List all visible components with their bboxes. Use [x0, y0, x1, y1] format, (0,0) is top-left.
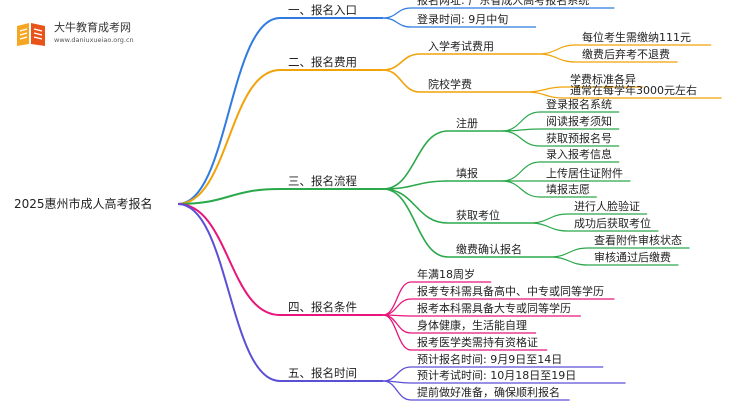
subtopic-to-leaf-link	[501, 130, 541, 147]
branch-to-subtopic-link	[382, 188, 449, 258]
subtopic-to-leaf-link	[501, 180, 541, 198]
subtopic: 院校学费	[428, 77, 472, 91]
mindmap-nodes: 2025惠州市成人高考报名 一、报名入口 报名网址: 广东省成人高考报名系统登录时…	[14, 0, 697, 399]
branch-topic: 四、报名条件	[288, 300, 357, 314]
logo-title: 大牛教育成考网	[54, 21, 131, 34]
root-to-branch-link	[177, 203, 281, 382]
root-to-branch-link	[177, 203, 281, 316]
leaf-topic: 登录时间: 9月中旬	[417, 12, 508, 26]
subtopic: 缴费确认报名	[456, 242, 522, 256]
subtopic-to-leaf-link	[549, 256, 589, 266]
branch-to-leaf-link	[382, 281, 412, 316]
subtopic-to-leaf-link	[501, 161, 541, 182]
subtopic-to-leaf-link	[537, 53, 577, 63]
branch-to-leaf-link	[382, 7, 412, 19]
branch-to-leaf-link	[382, 314, 412, 334]
subtopic: 注册	[456, 116, 478, 130]
leaf-topic: 学费标准各异	[570, 72, 636, 86]
leaf-topic: 身体健康，生活能自理	[417, 318, 527, 332]
root-topic: 2025惠州市成人高考报名	[14, 196, 153, 211]
leaf-topic: 获取预报名号	[546, 131, 612, 145]
root-to-branch-link	[177, 69, 281, 205]
branch-topic: 二、报名费用	[288, 55, 357, 69]
leaf-topic: 缴费后弃考不退费	[582, 47, 670, 61]
leaf-topic: 阅读报考须知	[546, 114, 612, 128]
subtopic: 入学考试费用	[428, 39, 494, 53]
leaf-topic: 预计考试时间: 10月18日至19日	[417, 369, 576, 382]
leaf-topic: 进行人脸验证	[574, 199, 640, 213]
logo-url: www.daniuxueiao.org.cn	[54, 36, 134, 44]
mindmap-links	[177, 7, 722, 401]
leaf-topic: 登录报名系统	[546, 97, 612, 111]
leaf-topic: 报名网址: 广东省成人高考报名系统	[417, 0, 589, 7]
subtopic-to-leaf-link	[525, 86, 565, 93]
branch-to-subtopic-link	[382, 69, 421, 93]
subtopic-to-leaf-link	[525, 91, 565, 99]
branch-to-leaf-link	[382, 380, 412, 401]
subtopic: 获取考位	[456, 208, 500, 222]
leaf-topic: 填报志愿	[546, 182, 590, 196]
branch-topic: 三、报名流程	[288, 174, 357, 188]
leaf-topic: 每位考生需缴纳111元	[582, 30, 691, 44]
logo: 大牛教育成考网 www.daniuxueiao.org.cn	[14, 18, 184, 52]
leaf-topic: 上传居住证附件	[546, 166, 623, 180]
leaf-topic: 年满18周岁	[417, 267, 475, 281]
branch-to-leaf-link	[382, 17, 412, 28]
branch-to-leaf-link	[382, 298, 412, 316]
branch-to-subtopic-link	[382, 180, 449, 190]
leaf-topic: 提前做好准备，确保顺利报名	[417, 385, 560, 399]
subtopic-to-leaf-link	[529, 213, 569, 224]
leaf-topic: 审核通过后缴费	[594, 250, 671, 264]
root-to-branch-link	[177, 17, 281, 205]
subtopic-to-leaf-link	[549, 247, 589, 258]
subtopic-to-leaf-link	[501, 111, 541, 132]
subtopic-to-leaf-link	[537, 44, 577, 55]
logo-book-icon	[17, 23, 45, 46]
branch-to-leaf-link	[382, 366, 412, 382]
leaf-topic: 查看附件审核状态	[594, 233, 682, 247]
branch-to-subtopic-link	[382, 188, 449, 224]
branch-to-subtopic-link	[382, 130, 449, 190]
leaf-topic: 报考专科需具备高中、中专或同等学历	[417, 284, 604, 298]
leaf-topic: 预计报名时间: 9月9日至14日	[417, 352, 562, 366]
leaf-topic: 报考医学类需持有资格证	[417, 335, 538, 349]
root-to-branch-link	[177, 188, 281, 205]
subtopic-to-leaf-link	[529, 222, 569, 232]
leaf-topic: 报考本科需具备大专或同等学历	[417, 301, 571, 315]
branch-to-subtopic-link	[382, 53, 421, 71]
leaf-topic: 成功后获取考位	[574, 216, 651, 230]
subtopic: 填报	[456, 166, 478, 180]
branch-topic: 五、报名时间	[288, 366, 357, 380]
branch-topic: 一、报名入口	[288, 3, 357, 17]
branch-to-leaf-link	[382, 314, 412, 351]
leaf-topic: 录入报考信息	[546, 147, 612, 161]
leaf-topic: 通常在每学年3000元左右	[570, 83, 697, 97]
